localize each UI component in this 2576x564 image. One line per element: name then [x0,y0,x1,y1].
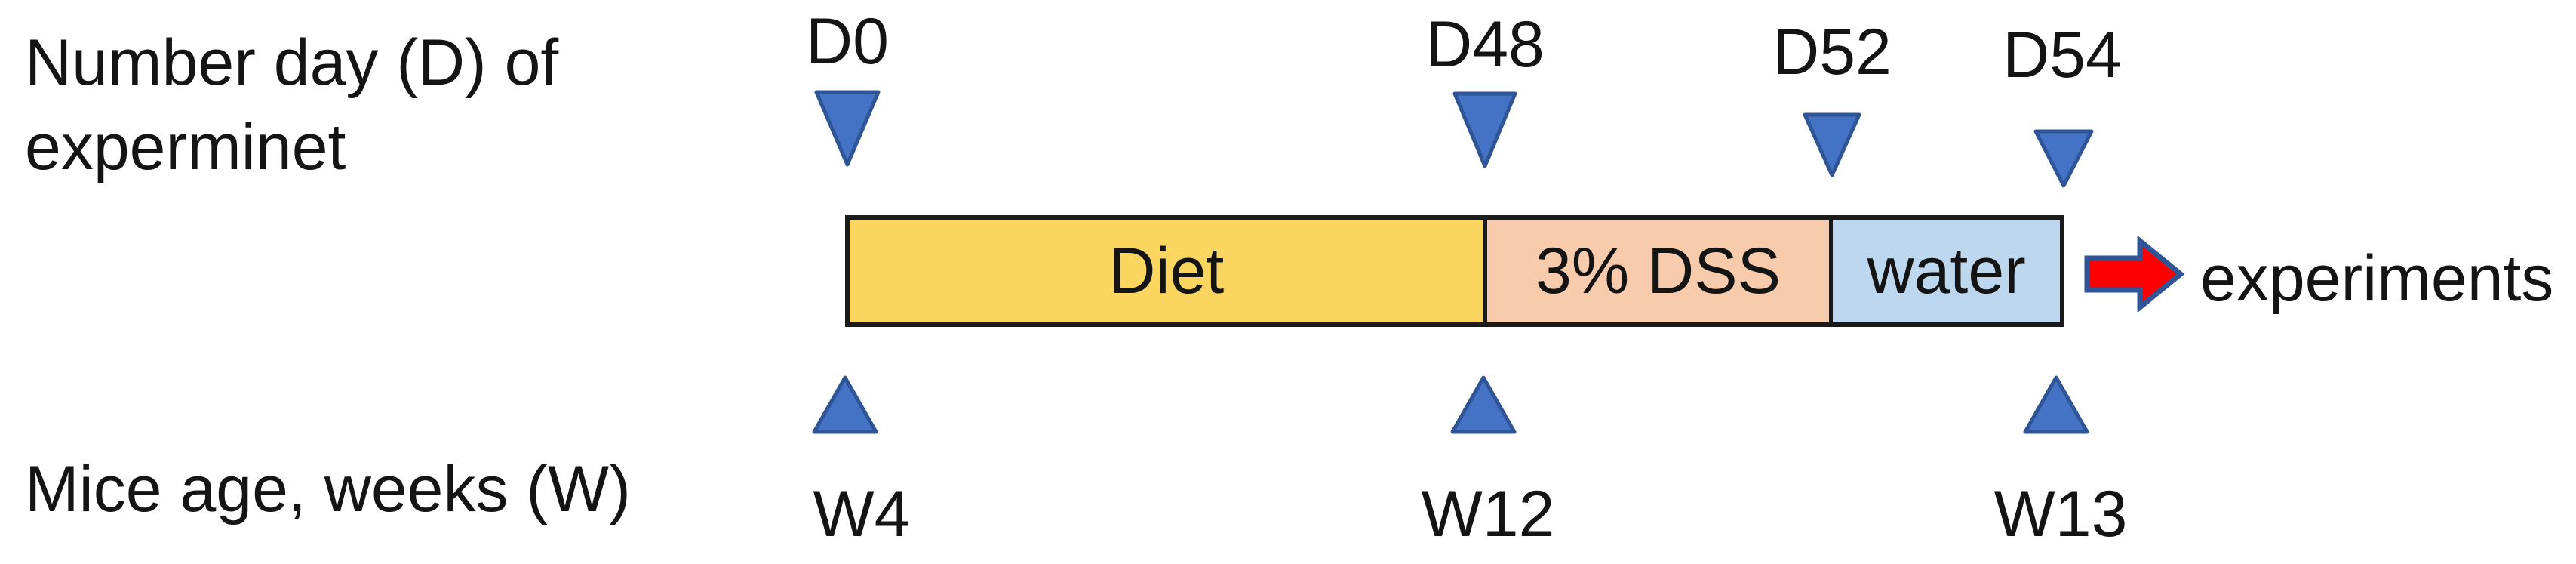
day-axis-label-line1: Number day (D) of [25,26,559,99]
day-marker-label-d54: D54 [2003,19,2122,91]
bar-segment-dss-label: 3% DSS [1535,234,1781,307]
day-marker-d52-triangle-down-icon [1803,112,1861,177]
bar-segment-diet: Diet [850,220,1483,322]
week-marker-label-w4: W4 [813,478,911,550]
bar-segment-dss: 3% DSS [1483,220,1830,322]
week-marker-label-w13: W13 [1993,478,2128,550]
day-marker-label-d48: D48 [1425,8,1545,81]
week-axis-label: Mice age, weeks (W) [25,453,631,525]
arrow-right-icon [2084,236,2185,312]
bar-segment-water: water [1829,220,2060,322]
timeline-bar: Diet 3% DSS water [845,215,2064,327]
day-marker-label-d52: D52 [1772,16,1892,88]
day-marker-d48-triangle-down-icon [1452,91,1517,168]
week-marker-w12-triangle-up-icon [1450,375,1517,434]
day-axis-label-line2: experminet [25,110,346,183]
bar-segment-diet-label: Diet [1108,234,1225,307]
week-marker-label-w12: W12 [1421,478,1555,550]
week-marker-w13-triangle-up-icon [2023,375,2089,434]
outcome-label: experiments [2200,242,2554,315]
day-axis-label: Number day (D) of experminet [25,21,558,190]
day-marker-label-d0: D0 [806,5,889,78]
day-marker-d54-triangle-down-icon [2033,129,2094,188]
day-marker-d0-triangle-down-icon [814,90,881,167]
bar-segment-water-label: water [1867,234,2026,307]
week-marker-w4-triangle-up-icon [812,375,878,434]
